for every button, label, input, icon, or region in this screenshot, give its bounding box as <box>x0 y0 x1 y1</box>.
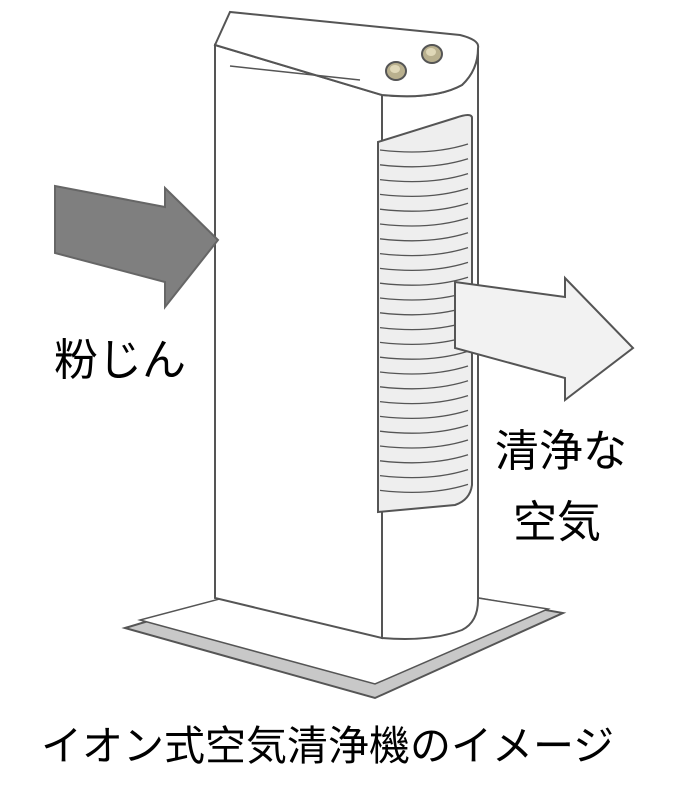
clean-air-label-line2: 空気 <box>513 497 601 548</box>
knob-left-icon <box>386 62 406 80</box>
clean-air-label-line1: 清浄な <box>495 426 627 477</box>
dust-inflow-arrow <box>55 186 218 307</box>
knob-right-icon <box>422 45 442 63</box>
clean-air-outflow-arrow <box>455 278 633 400</box>
diagram-caption: イオン式空気清浄機のイメージ <box>41 722 614 770</box>
dust-label: 粉じん <box>54 335 186 386</box>
